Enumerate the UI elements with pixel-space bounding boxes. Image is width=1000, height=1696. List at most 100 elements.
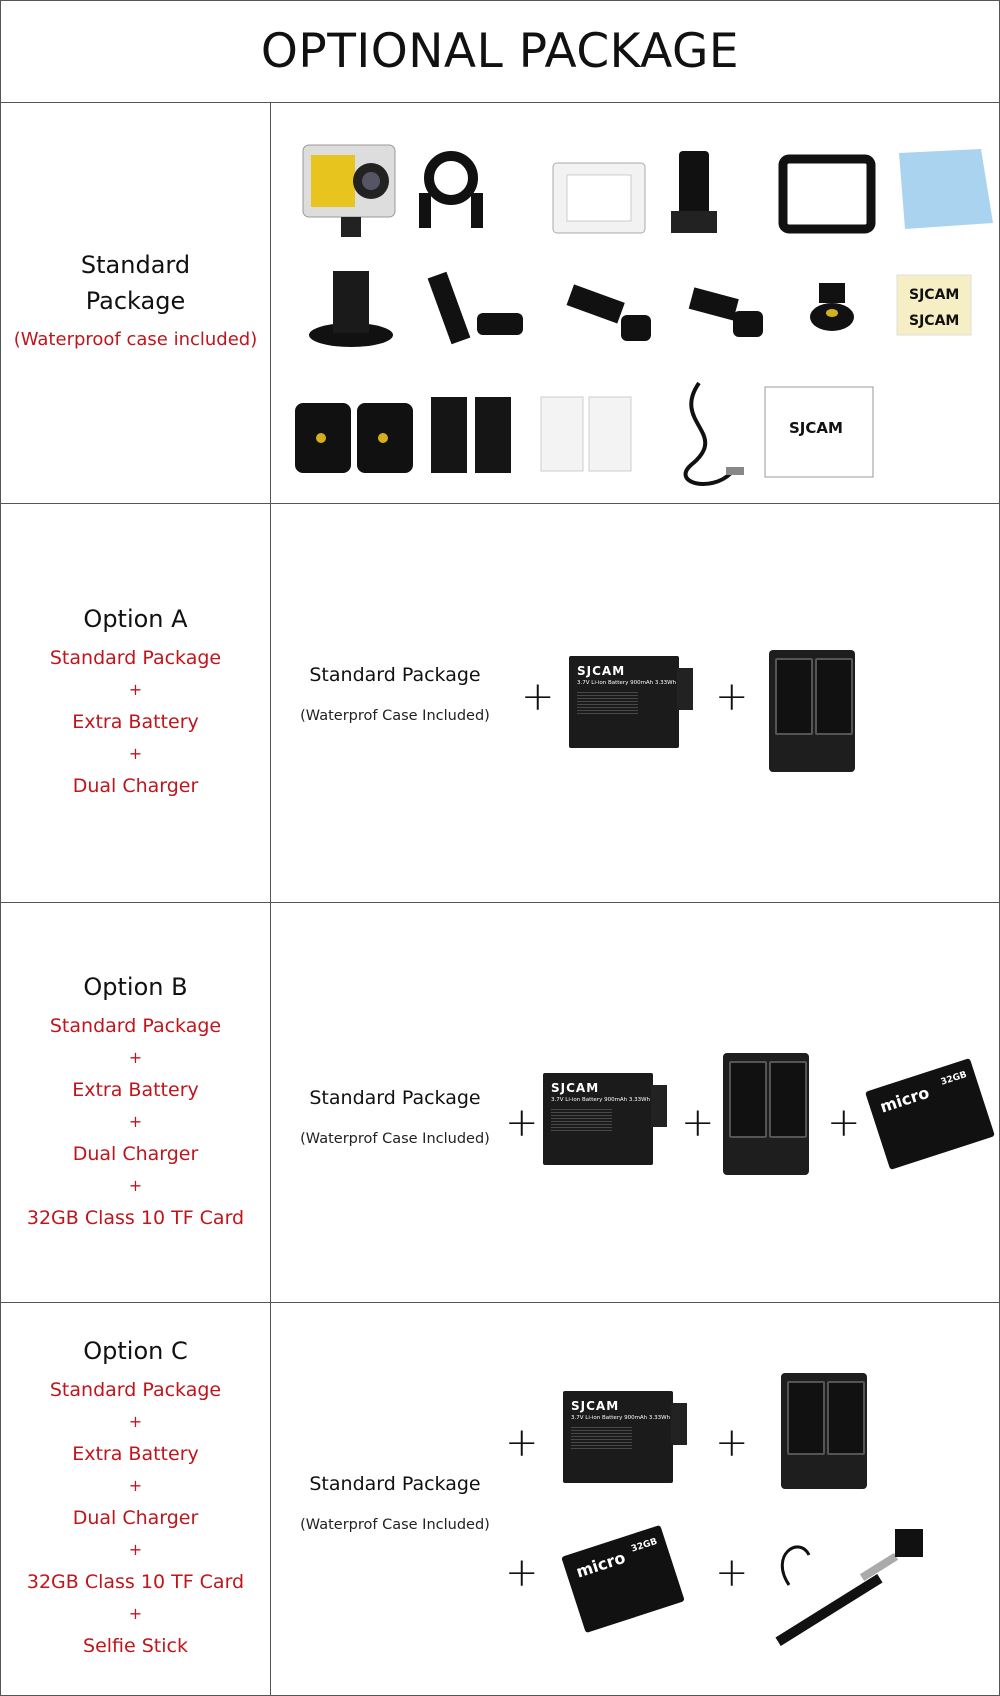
- option-c-bundle: Standard Package (Waterprof Case Include…: [271, 1303, 999, 1695]
- option-b-plus: +: [128, 1175, 143, 1195]
- card-micro-label: micro: [573, 1547, 628, 1582]
- option-b-plus: +: [128, 1111, 143, 1131]
- battery-image: SJCAM 3.7V Li-ion Battery 900mAh 3.33Wh: [543, 1073, 667, 1165]
- option-a-bundle: Standard Package (Waterprof Case Include…: [271, 504, 999, 902]
- option-c-title: Option C: [83, 1337, 188, 1365]
- standard-row: Standard Package (Waterproof case includ…: [1, 103, 999, 504]
- option-b-label-cell: Option B Standard Package + Extra Batter…: [1, 903, 271, 1302]
- option-c-plus: +: [128, 1476, 143, 1495]
- sticker-brand-2: SJCAM: [909, 313, 959, 329]
- card-capacity: 32GB: [630, 1536, 659, 1555]
- option-c-item: 32GB Class 10 TF Card: [26, 1571, 245, 1593]
- curved-adhesive-mount-icon: [295, 403, 413, 473]
- option-b-item: Standard Package: [49, 1014, 222, 1037]
- velcro-straps-icon: [431, 397, 511, 473]
- option-c-item: Extra Battery: [72, 1443, 199, 1465]
- option-c-plus: +: [128, 1412, 143, 1431]
- dual-charger-image: [781, 1373, 867, 1489]
- charger-slot: [775, 658, 813, 736]
- option-b-item: Extra Battery: [72, 1078, 199, 1101]
- screw-adapter-icon: [810, 283, 854, 331]
- card-capacity: 32GB: [939, 1069, 969, 1088]
- standard-package-note: (Waterprof Case Included): [300, 708, 490, 724]
- plus-sign: +: [715, 674, 749, 720]
- option-a-plus: +: [128, 680, 143, 699]
- option-b-item: Dual Charger: [72, 1142, 199, 1165]
- battery-pull-tab: [671, 1403, 687, 1445]
- sticker-sheet-icon: SJCAM SJCAM: [896, 274, 972, 336]
- option-c-item: Selfie Stick: [83, 1635, 188, 1657]
- charger-slot: [815, 658, 853, 736]
- plus-sign: +: [505, 1550, 539, 1596]
- option-a-row: Option A Standard Package + Extra Batter…: [1, 504, 999, 903]
- option-c-row: Option C Standard Package + Extra Batter…: [1, 1303, 999, 1695]
- plus-sign: +: [827, 1100, 861, 1146]
- plus-sign: +: [681, 1100, 715, 1146]
- option-c-item: Dual Charger: [72, 1507, 199, 1529]
- option-a-standard-text: Standard Package (Waterprof Case Include…: [285, 664, 505, 724]
- backdoor-icon: [552, 162, 646, 234]
- charger-slot: [769, 1061, 807, 1139]
- microsd-card-image: micro 32GB: [865, 1058, 995, 1170]
- pivot-arm-short-icon: [688, 287, 763, 337]
- plus-sign: +: [715, 1420, 749, 1466]
- cleaning-cloth-icon: [899, 149, 993, 229]
- standard-package-note: (Waterprof Case Included): [300, 1517, 490, 1533]
- accessories-illustration: SJCAM SJCAM: [295, 144, 993, 487]
- title-row: OPTIONAL PACKAGE: [1, 1, 999, 103]
- page-title: OPTIONAL PACKAGE: [260, 24, 740, 79]
- option-b-standard-text: Standard Package (Waterprof Case Include…: [285, 1087, 505, 1147]
- battery-image: SJCAM 3.7V Li-ion Battery 900mAh 3.33Wh: [563, 1391, 687, 1483]
- battery-spec: 3.7V Li-ion Battery 900mAh 3.33Wh: [577, 680, 677, 686]
- option-c-item: Standard Package: [49, 1379, 222, 1401]
- selfie-stick-icon: [775, 1529, 923, 1647]
- tripod-adapter-icon: [309, 271, 393, 347]
- option-b-row: Option B Standard Package + Extra Batter…: [1, 903, 999, 1303]
- option-c-plus: +: [128, 1604, 143, 1623]
- battery-brand: SJCAM: [571, 1399, 620, 1413]
- standard-label-line2: Package: [85, 287, 186, 315]
- card-micro-label: micro: [877, 1082, 932, 1117]
- option-a-label-cell: Option A Standard Package + Extra Batter…: [1, 504, 271, 902]
- option-a-title: Option A: [83, 605, 188, 633]
- option-a-item: Standard Package: [49, 647, 222, 669]
- pivot-arm-medium-icon: [566, 284, 651, 341]
- battery-spec: 3.7V Li-ion Battery 900mAh 3.33Wh: [551, 1097, 651, 1103]
- battery-pull-tab: [651, 1085, 667, 1127]
- camera-in-case-icon: [302, 144, 396, 237]
- option-a-item: Dual Charger: [72, 775, 199, 797]
- battery-brand: SJCAM: [577, 664, 626, 678]
- battery-label-lines: [577, 690, 638, 714]
- battery-image: SJCAM 3.7V Li-ion Battery 900mAh 3.33Wh: [569, 656, 693, 748]
- battery-label-lines: [571, 1425, 632, 1449]
- plus-sign: +: [521, 674, 555, 720]
- dual-charger-image: [769, 650, 855, 772]
- frame-mount-icon: [778, 154, 876, 234]
- battery-brand: SJCAM: [551, 1081, 600, 1095]
- pivot-arm-long-icon: [427, 271, 523, 345]
- usb-cable-icon: [683, 381, 744, 487]
- user-manual-icon: SJCAM: [764, 386, 874, 478]
- standard-package-label: Standard Package: [309, 1087, 481, 1109]
- microsd-card-image: micro 32GB: [561, 1524, 685, 1634]
- plus-sign: +: [715, 1550, 749, 1596]
- standard-label-line1: Standard: [80, 251, 191, 279]
- battery-spec: 3.7V Li-ion Battery 900mAh 3.33Wh: [571, 1415, 671, 1421]
- dual-charger-image: [723, 1053, 809, 1175]
- adhesive-pads-icon: [540, 396, 632, 472]
- option-a-item: Extra Battery: [72, 711, 199, 733]
- buckle-mount-icon: [671, 151, 717, 233]
- standard-package-label: Standard Package: [309, 1473, 481, 1495]
- manual-brand: SJCAM: [789, 419, 843, 437]
- charger-slot: [827, 1381, 865, 1455]
- option-b-title: Option B: [83, 972, 188, 1001]
- battery-pull-tab: [677, 668, 693, 710]
- standard-label-cell: Standard Package (Waterproof case includ…: [1, 103, 271, 503]
- option-b-item: 32GB Class 10 TF Card: [26, 1206, 245, 1229]
- option-c-standard-text: Standard Package (Waterprof Case Include…: [285, 1473, 505, 1533]
- standard-note: (Waterproof case included): [13, 329, 258, 350]
- standard-package-note: (Waterprof Case Included): [300, 1131, 490, 1147]
- option-a-plus: +: [128, 744, 143, 763]
- battery-label-lines: [551, 1107, 612, 1131]
